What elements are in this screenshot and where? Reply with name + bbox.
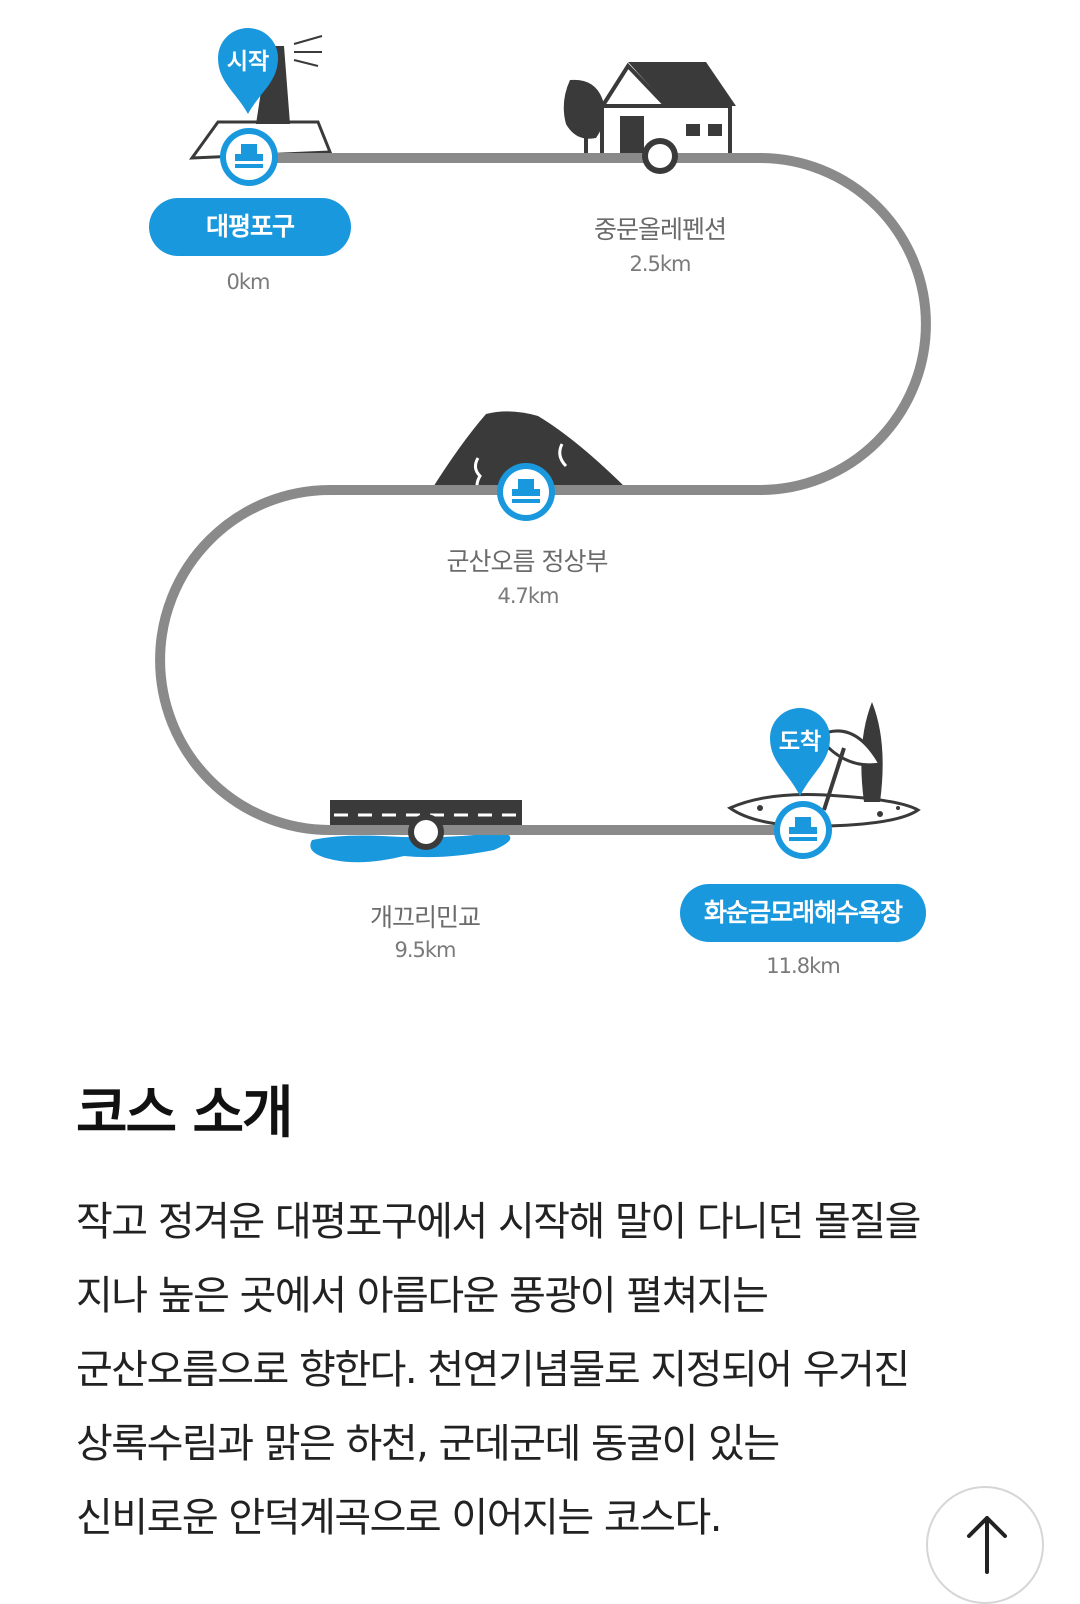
start-pin-icon [218,28,278,114]
station-3-name: 군산오름 정상부 [446,547,609,576]
start-pin-label: 시작 [226,49,270,75]
course-description: 작고 정겨운 대평포구에서 시작해 말이 다니던 몰질을 지나 높은 곳에서 아… [76,1185,1016,1555]
description-line: 군산오름으로 향한다. 천연기념물로 지정되어 우거진 [76,1347,910,1393]
description-line: 작고 정겨운 대평포구에서 시작해 말이 다니던 몰질을 [76,1199,921,1245]
scroll-top-button[interactable] [926,1486,1044,1604]
station-start-label: 대평포구 [149,198,351,256]
stamp-icon [220,128,278,186]
stamp-icon [774,801,832,859]
arrow-up-icon [967,1516,1007,1574]
description-line: 지나 높은 곳에서 아름다운 풍광이 펼쳐지는 [76,1273,769,1319]
end-pin-icon [770,708,830,796]
route-path [155,153,931,835]
station-2-name: 중문올레펜션 [593,215,727,244]
station-start-distance: 0km [226,270,271,294]
station-2-distance: 2.5km [629,252,691,276]
station-4-name: 개끄리민교 [369,903,481,932]
station-3-distance: 4.7km [497,584,559,608]
section-title: 코스 소개 [76,1081,294,1146]
stamp-icon [497,463,555,521]
description-line: 신비로운 안덕계곡으로 이어지는 코스다. [76,1495,722,1541]
end-pin-label: 도착 [778,729,822,755]
station-4-distance: 9.5km [394,938,456,962]
station-finish-label: 화순금모래해수욕장 [680,884,926,942]
description-line: 상록수림과 맑은 하천, 군데군데 동굴이 있는 [76,1421,780,1467]
checkpoint-icon [642,138,678,174]
station-finish-distance: 11.8km [766,954,840,978]
course-route-map [155,28,931,863]
checkpoint-icon [408,814,444,850]
